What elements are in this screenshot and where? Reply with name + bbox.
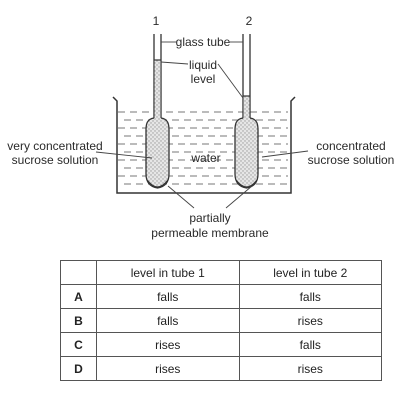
water-body (118, 111, 288, 185)
left-solution-label-line2: sucrose solution (12, 153, 99, 167)
membrane-label-line1: partially (189, 211, 230, 225)
tube-2 (234, 34, 259, 189)
tube-1-level-cell: rises (96, 356, 240, 381)
tube-1 (145, 34, 170, 189)
header-level-in-tube-2: level in tube 2 (238, 260, 382, 285)
water-label: water (190, 151, 220, 165)
option-letter: D (60, 356, 97, 381)
glass-tube-label: glass tube (176, 35, 231, 49)
table-row-d: D rises rises (60, 356, 382, 381)
tube-2-level-cell: rises (238, 308, 382, 333)
liquid-level-label-line2: level (191, 72, 216, 86)
answer-table: level in tube 1 level in tube 2 A falls … (60, 260, 382, 381)
table-row-c: C rises falls (60, 332, 382, 357)
tube-1-level-cell: rises (96, 332, 240, 357)
liquid-level-label-line1: liquid (189, 58, 217, 72)
osmosis-apparatus-diagram: 1 2 glass tube liquid level water very c… (7, 14, 395, 240)
table-header-row: level in tube 1 level in tube 2 (60, 260, 382, 285)
table-row-a: A falls falls (60, 284, 382, 309)
option-letter: B (60, 308, 97, 333)
right-solution-label-line1: concentrated (316, 139, 385, 153)
tube-1-level-cell: falls (96, 284, 240, 309)
tube-1-number: 1 (153, 14, 160, 28)
membrane-label-line2: permeable membrane (151, 226, 269, 240)
beaker (112, 96, 296, 194)
tube-2-number: 2 (246, 14, 253, 28)
right-solution-label-line2: sucrose solution (308, 153, 395, 167)
table-corner-cell (60, 260, 97, 285)
tube-1-level-cell: falls (96, 308, 240, 333)
tube-2-level-cell: falls (238, 332, 382, 357)
option-letter: A (60, 284, 97, 309)
table-row-b: B falls rises (60, 308, 382, 333)
header-level-in-tube-1: level in tube 1 (96, 260, 240, 285)
left-solution-label-line1: very concentrated (7, 139, 102, 153)
tube-2-level-cell: falls (238, 284, 382, 309)
tube-2-level-cell: rises (238, 356, 382, 381)
leader-lines (95, 41, 309, 209)
option-letter: C (60, 332, 97, 357)
